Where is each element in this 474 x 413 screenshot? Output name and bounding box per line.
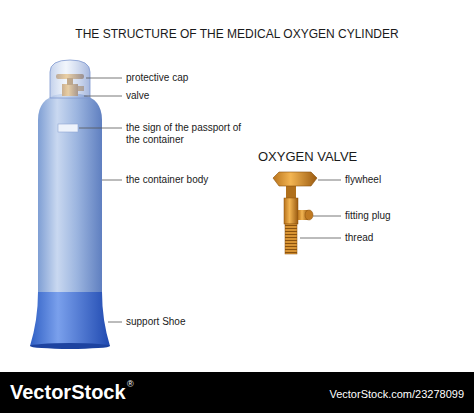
protective-cap — [50, 60, 90, 98]
watermark: VectorStock.com/23278099 — [329, 388, 464, 401]
passport-sign — [58, 124, 78, 132]
shoe-base — [30, 343, 110, 349]
section-heading: OXYGEN VALVE — [258, 150, 357, 165]
part-label: thread — [345, 232, 373, 244]
support-shoe — [30, 292, 110, 346]
title: THE STRUCTURE OF THE MEDICAL OXYGEN CYLI… — [0, 28, 474, 42]
part-label: fitting plug — [345, 210, 391, 222]
watermark: VectorStock — [10, 381, 126, 404]
part-label: flywheel — [345, 174, 381, 186]
oxygen-valve — [273, 172, 317, 254]
watermark: ® — [127, 379, 134, 389]
part-label: the sign of the passport of the containe… — [126, 122, 248, 145]
watermark-bar — [0, 372, 474, 413]
container-body — [38, 94, 102, 300]
part-label: protective cap — [126, 72, 188, 84]
leader-lines — [79, 78, 341, 322]
part-label: valve — [126, 90, 149, 102]
part-label: support Shoe — [126, 316, 186, 328]
part-label: the container body — [126, 174, 208, 186]
